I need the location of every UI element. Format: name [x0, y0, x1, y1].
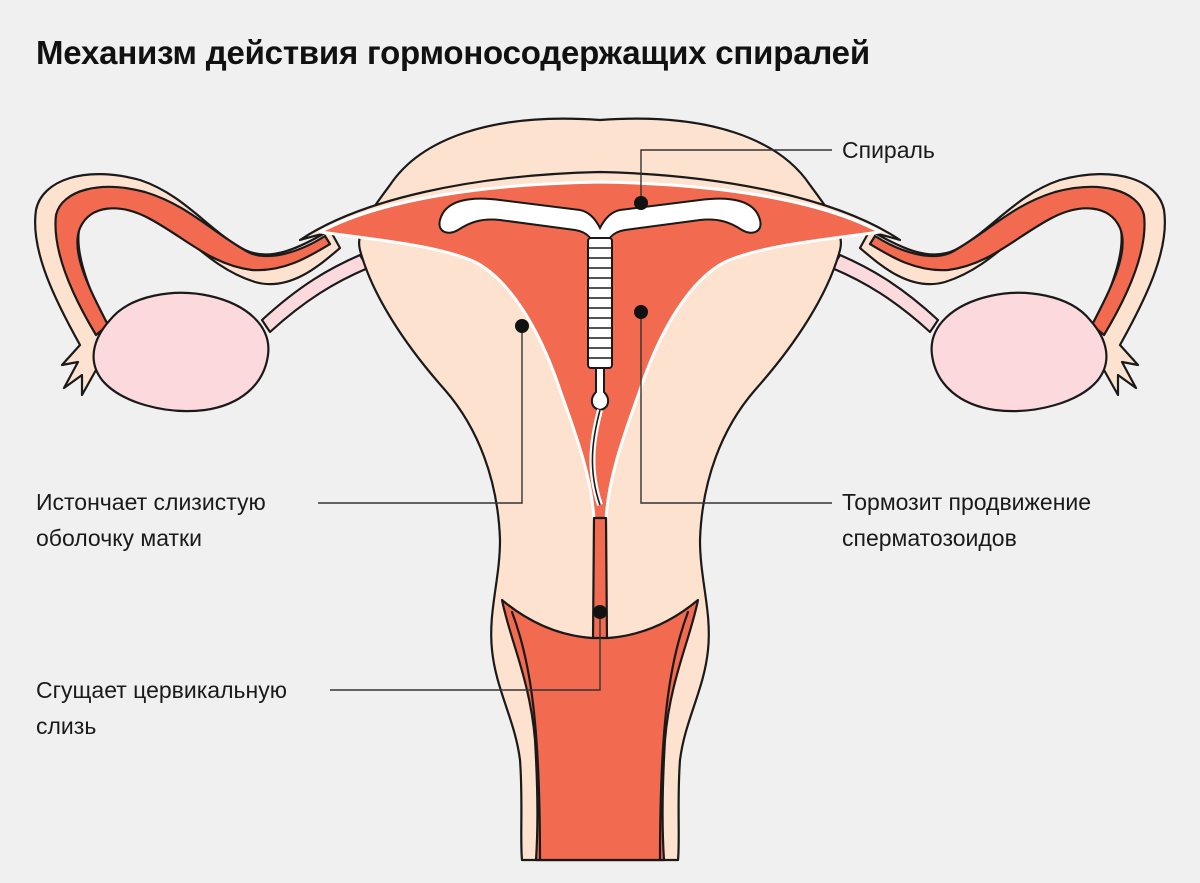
label-slows-sperm: Тормозит продвижение сперматозоидов: [842, 484, 1091, 556]
label-slows-line1: Тормозит продвижение: [842, 489, 1092, 515]
callout-dot-thins: [515, 319, 529, 333]
callout-line-thickens: [330, 612, 601, 691]
callout-line-slows: [640, 312, 832, 504]
callout-dot-slows: [634, 305, 648, 319]
label-thins-line1: Истончает слизистую: [36, 489, 266, 515]
right-ovary: [930, 291, 1108, 413]
callout-dots: [515, 196, 648, 619]
label-thickens-line2: слизь: [36, 713, 97, 739]
left-ovary: [92, 291, 270, 413]
iud-device: [438, 197, 762, 506]
label-thins-line2: оболочку матки: [36, 525, 202, 551]
callout-dot-spiral: [634, 196, 648, 210]
label-spiral-text: Спираль: [842, 137, 935, 163]
left-ovarian-ligament: [260, 253, 370, 334]
callout-line-spiral: [640, 149, 832, 203]
page-title: Механизм действия гормоносодержащих спир…: [36, 34, 870, 71]
right-ovarian-ligament: [830, 253, 940, 334]
vaginal-wall-left: [510, 610, 542, 862]
right-fallopian-tube: [858, 173, 1166, 397]
left-fallopian-tube: [34, 173, 342, 397]
callout-line-thins: [318, 326, 523, 504]
label-spiral: Спираль: [842, 132, 935, 168]
callout-lines: [318, 149, 832, 691]
vaginal-wall-right: [658, 610, 690, 862]
vagina: [500, 598, 700, 862]
label-thickens-line1: Сгущает цервикальную: [36, 677, 287, 703]
label-thins-endometrium: Истончает слизистую оболочку матки: [36, 484, 266, 556]
callout-dot-thickens: [593, 605, 607, 619]
label-slows-line2: сперматозоидов: [842, 525, 1017, 551]
label-thickens-mucus: Сгущает цервикальную слизь: [36, 672, 287, 744]
